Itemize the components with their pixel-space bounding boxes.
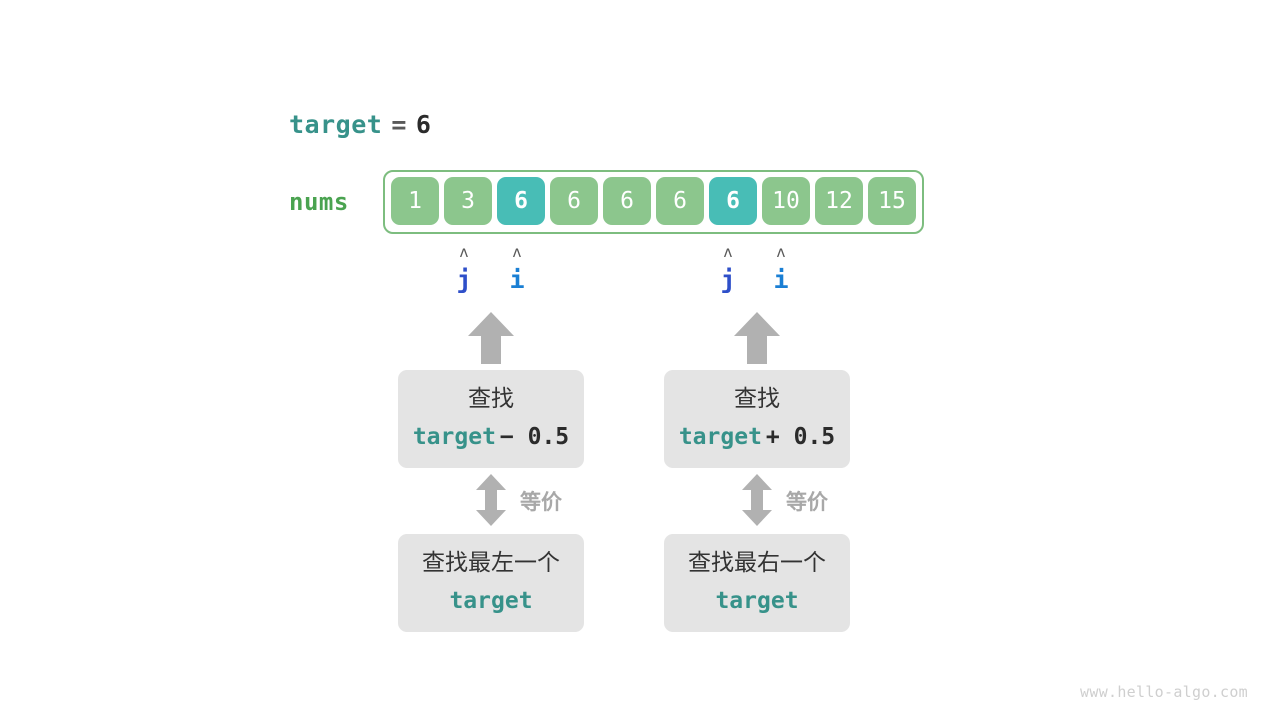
array-cell[interactable]: 6 <box>656 177 704 225</box>
caret-up-icon: ʌ <box>776 243 786 261</box>
right-top-code-var: target <box>678 424 762 450</box>
left-bottom-box-cn: 查找最左一个 <box>422 550 560 576</box>
arrow-up-left-icon <box>468 312 514 364</box>
pointer-j-right: ʌ j <box>708 245 748 293</box>
array-cell[interactable]: 12 <box>815 177 863 225</box>
array-cell[interactable]: 15 <box>868 177 916 225</box>
arrow-double-left-icon <box>476 474 506 526</box>
left-bottom-box-code: target <box>404 586 578 616</box>
array-cell[interactable]: 6 <box>550 177 598 225</box>
array-cell[interactable]: 1 <box>391 177 439 225</box>
right-equiv-label: 等价 <box>786 490 828 514</box>
right-top-box-cn: 查找 <box>734 386 780 412</box>
caret-up-icon: ʌ <box>459 243 469 261</box>
array-cell-highlighted[interactable]: 6 <box>497 177 545 225</box>
right-bottom-box-code: target <box>670 586 844 616</box>
array-cell[interactable]: 3 <box>444 177 492 225</box>
target-expression: target = 6 <box>289 110 431 139</box>
left-bottom-code-var: target <box>449 588 533 614</box>
target-value: 6 <box>415 110 432 139</box>
arrow-up-right-icon <box>734 312 780 364</box>
array-cell[interactable]: 6 <box>603 177 651 225</box>
left-top-code-var: target <box>412 424 496 450</box>
array-name-label: nums <box>289 188 349 216</box>
pointer-j-right-label: j <box>720 265 736 294</box>
arrow-double-right-icon <box>742 474 772 526</box>
pointer-i-right: ʌ i <box>761 245 801 293</box>
caret-up-icon: ʌ <box>723 243 733 261</box>
array-container: 1 3 6 6 6 6 6 10 12 15 <box>383 170 924 234</box>
right-top-box[interactable]: 查找 target+ 0.5 <box>664 370 850 468</box>
watermark: www.hello-algo.com <box>1080 683 1248 701</box>
pointer-j-left: ʌ j <box>444 245 484 293</box>
array-cell-highlighted[interactable]: 6 <box>709 177 757 225</box>
left-top-code-op: − 0.5 <box>499 424 570 450</box>
left-equiv-label: 等价 <box>520 490 562 514</box>
right-bottom-code-var: target <box>715 588 799 614</box>
left-top-box-code: target− 0.5 <box>404 422 578 452</box>
right-top-code-op: + 0.5 <box>765 424 836 450</box>
target-variable-label: target <box>289 110 383 139</box>
array-cell[interactable]: 10 <box>762 177 810 225</box>
right-bottom-box-cn: 查找最右一个 <box>688 550 826 576</box>
right-bottom-box[interactable]: 查找最右一个 target <box>664 534 850 632</box>
left-bottom-box[interactable]: 查找最左一个 target <box>398 534 584 632</box>
caret-up-icon: ʌ <box>512 243 522 261</box>
equals-operator: = <box>391 110 407 139</box>
left-top-box[interactable]: 查找 target− 0.5 <box>398 370 584 468</box>
pointer-i-right-label: i <box>773 265 789 294</box>
pointer-j-left-label: j <box>456 265 472 294</box>
pointer-i-left: ʌ i <box>497 245 537 293</box>
left-top-box-cn: 查找 <box>468 386 514 412</box>
pointer-i-left-label: i <box>509 265 525 294</box>
right-top-box-code: target+ 0.5 <box>670 422 844 452</box>
